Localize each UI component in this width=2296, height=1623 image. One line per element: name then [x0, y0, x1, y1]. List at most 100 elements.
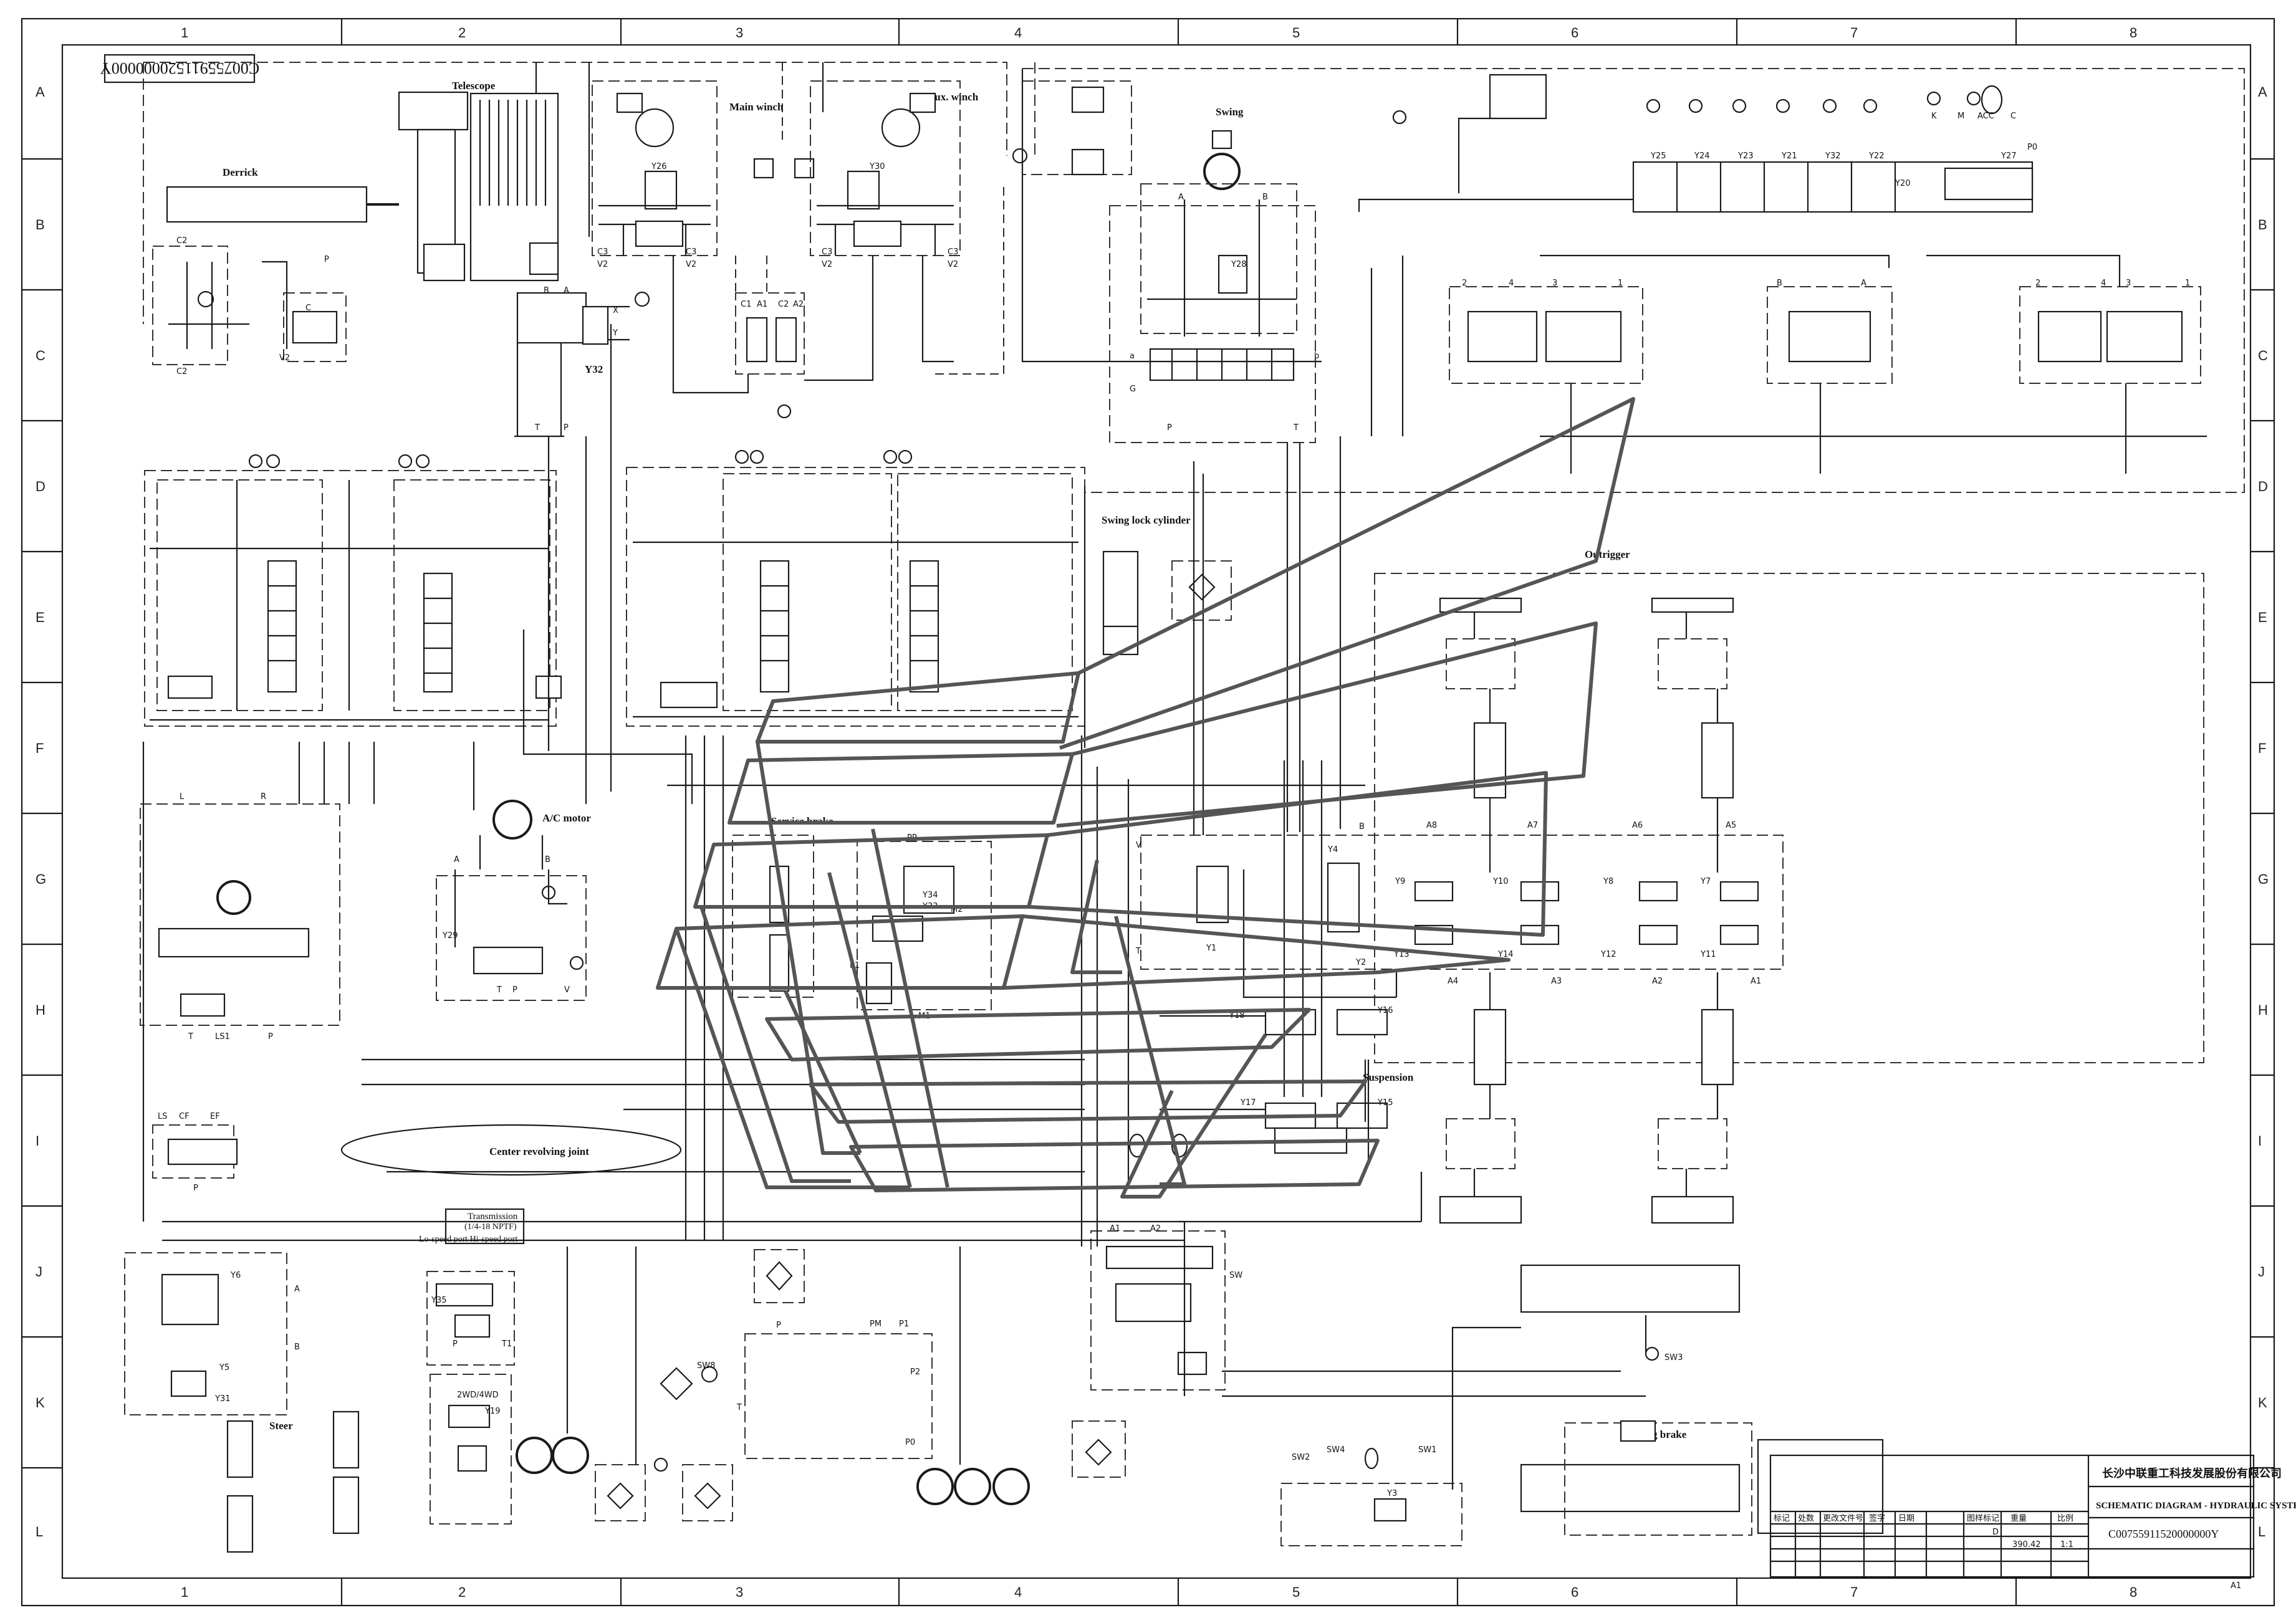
suspension-solenoid-Y15: Y15: [1377, 1098, 1393, 1108]
main-control-valve-left: [144, 454, 562, 727]
svg-text:B: B: [1262, 193, 1268, 202]
title-block-col-change-doc: 更改文件号: [1823, 1514, 1863, 1523]
svg-text:L: L: [180, 792, 185, 802]
svg-text:A5: A5: [1726, 821, 1736, 830]
swing-label: Swing: [1216, 106, 1244, 118]
svg-text:C3: C3: [686, 247, 696, 257]
svg-text:1: 1: [1618, 279, 1623, 288]
svg-text:K: K: [1931, 112, 1937, 121]
svg-text:3: 3: [1552, 279, 1557, 288]
grid-row-E-right: E: [2258, 610, 2267, 625]
grid-col-8-bottom: 8: [2130, 1584, 2137, 1600]
sheet-size-label: A1: [2231, 1581, 2241, 1591]
svg-text:C2: C2: [176, 236, 187, 246]
title-block-col-count: 处数: [1798, 1514, 1814, 1523]
outrigger-solenoid-Y1: Y1: [1206, 944, 1216, 953]
grid-row-G-left: G: [36, 871, 46, 887]
pilot-solenoid-Y25: Y25: [1650, 151, 1666, 161]
svg-text:A2: A2: [1150, 1224, 1161, 1233]
outrigger-solenoid-Y4: Y4: [1327, 845, 1338, 855]
svg-text:A1: A1: [757, 300, 767, 309]
outrigger-solenoid-Y8: Y8: [1603, 877, 1613, 886]
sw8-switch-label: SW8: [697, 1361, 715, 1371]
main-control-valve-center: [626, 449, 1085, 727]
drawing-number-stamp: C00755911520000000Y: [100, 54, 259, 84]
svg-text:EF: EF: [210, 1112, 220, 1121]
outrigger-solenoid-Y9: Y9: [1395, 877, 1405, 886]
svg-text:A: A: [454, 855, 459, 864]
main-winch-label: Main winch: [729, 101, 784, 113]
transmission-solenoid-Y35: Y35: [431, 1296, 446, 1305]
svg-text:A1: A1: [1110, 1224, 1120, 1233]
svg-text:A7: A7: [1527, 821, 1538, 830]
grid-row-F-left: F: [36, 740, 44, 756]
svg-text:P: P: [564, 423, 569, 433]
steer-solenoid-Y31: Y31: [214, 1394, 230, 1404]
svg-text:C: C: [2010, 112, 2016, 121]
title-block-drawing-no: C00755911520000000Y: [2108, 1528, 2219, 1540]
grid-row-I-left: I: [36, 1133, 39, 1149]
overlay-routes: [656, 397, 1635, 1199]
svg-text:A: A: [294, 1285, 300, 1294]
transmission-group: Transmission (1/4-18 NPTF) Lo-speed port…: [419, 1208, 668, 1525]
svg-text:C3: C3: [822, 247, 832, 257]
center-revolving-joint: Center revolving joint: [340, 1124, 682, 1176]
drawing-frame: 1 2 3 4 5 6 7 8 1 2 3 4 5 6 7 8 A B C D …: [21, 17, 2275, 1607]
parking-brake-group: Parking brake SW3 SW2 SW4 SW1 Y3: [1280, 1264, 1884, 1546]
transmission-ports: Lo-speed port Hi-speed port: [419, 1235, 517, 1244]
outrigger-label: Outrigger: [1585, 548, 1630, 560]
grid-col-3-top: 3: [736, 25, 743, 41]
main-winch-solenoid-Y26: Y26: [651, 162, 666, 171]
svg-text:B: B: [1359, 822, 1365, 831]
grid-row-J-left: J: [36, 1264, 42, 1280]
derrick-label: Derrick: [223, 166, 258, 178]
pilot-solenoid-Y21: Y21: [1781, 151, 1797, 161]
hydraulic-lines: [142, 62, 1647, 1490]
grid-row-I-right: I: [2258, 1133, 2262, 1149]
svg-text:V2: V2: [948, 260, 958, 269]
transmission-spec: (1/4-18 NPTF): [464, 1222, 517, 1232]
superstructure-boundary: [143, 62, 2245, 493]
outrigger-group: Outrigger Y9 Y10 Y8 Y7 Y13 Y14 Y12 Y11: [1135, 548, 2204, 1224]
title-block-col-date: 日期: [1898, 1514, 1914, 1523]
svg-text:C3: C3: [597, 247, 608, 257]
parking-solenoid-Y3: Y3: [1386, 1489, 1397, 1498]
title-block-scale: 1:1: [2060, 1540, 2073, 1549]
svg-text:V: V: [564, 985, 570, 995]
title-block-company: 长沙中联重工科技发展股份有限公司: [2102, 1467, 2282, 1480]
svg-text:A: A: [564, 286, 569, 295]
svg-text:B: B: [544, 286, 549, 295]
swing-solenoid-Y28: Y28: [1231, 260, 1246, 269]
title-block-stage: D: [1992, 1528, 1999, 1537]
steer-solenoid-Y6: Y6: [230, 1271, 241, 1280]
svg-text:T: T: [736, 1403, 742, 1412]
sw4-switch-label: SW4: [1327, 1445, 1345, 1455]
steer-label: Steer: [269, 1420, 293, 1432]
svg-text:b: b: [1314, 352, 1319, 361]
svg-text:A6: A6: [1632, 821, 1643, 830]
outrigger-solenoid-Y2: Y2: [1355, 958, 1366, 967]
svg-text:CF: CF: [179, 1112, 190, 1121]
grid-row-B-right: B: [2258, 217, 2267, 232]
svg-text:P2: P2: [910, 1367, 920, 1377]
svg-text:T: T: [496, 985, 502, 995]
grid-col-4-bottom: 4: [1014, 1584, 1022, 1600]
ac-motor-label: A/C motor: [542, 812, 591, 824]
steer-solenoid-Y5: Y5: [219, 1363, 229, 1372]
svg-text:V2: V2: [822, 260, 832, 269]
grid-row-D-right: D: [2258, 479, 2268, 494]
pilot-solenoid-Y24: Y24: [1694, 151, 1709, 161]
svg-text:C2: C2: [778, 300, 789, 309]
grid-col-2-bottom: 2: [458, 1584, 466, 1600]
telescope-label: Telescope: [452, 80, 496, 92]
grid-row-C-left: C: [36, 348, 46, 363]
grid-row-G-right: G: [2258, 871, 2269, 887]
aux-winch-label: Aux. winch: [927, 91, 979, 103]
outrigger-solenoid-Y11: Y11: [1700, 950, 1716, 959]
svg-text:B: B: [294, 1343, 300, 1352]
svg-text:C2: C2: [176, 367, 187, 376]
svg-text:A4: A4: [1448, 977, 1458, 986]
